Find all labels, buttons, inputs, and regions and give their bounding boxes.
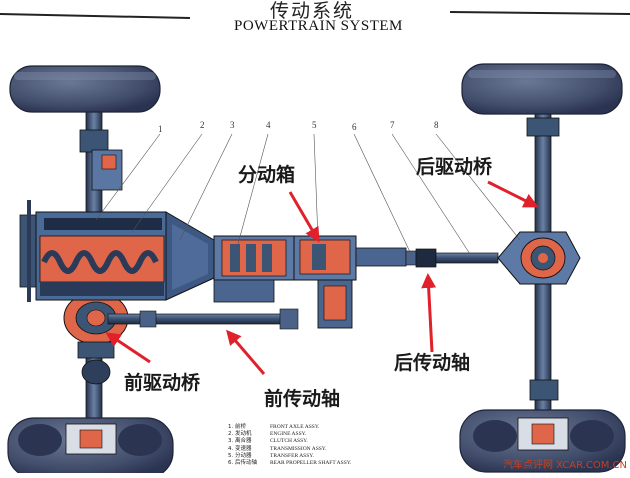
component-number: 7 xyxy=(390,120,395,130)
header-rule-left xyxy=(0,13,191,19)
component-number: 8 xyxy=(434,120,439,130)
arrow-rear-drive-axle xyxy=(487,180,539,208)
header-rule-right xyxy=(449,11,630,15)
front-tire-top xyxy=(9,65,161,113)
component-number: 3 xyxy=(230,120,235,130)
legend-row: 1. 前桥 FRONT AXLE ASSY. xyxy=(228,424,351,431)
legend-en: CLUTCH ASSY. xyxy=(270,438,308,445)
arrow-front-drive-shaft xyxy=(226,329,266,375)
watermark: 汽车点评网 XCAR.COM.CN xyxy=(502,460,627,471)
legend-row: 6. 后传动轴 REAR PROPELLER SHAFT ASSY. xyxy=(228,460,351,467)
component-number: 5 xyxy=(312,120,317,130)
parts-legend: 1. 前桥 FRONT AXLE ASSY. 2. 发动机 ENGINE ASSY.… xyxy=(228,424,351,467)
arrow-front-drive-axle xyxy=(105,332,151,364)
diagram-title-en: POWERTRAIN SYSTEM xyxy=(234,18,403,34)
arrow-transfer-case xyxy=(288,191,320,243)
component-number: 2 xyxy=(200,120,205,130)
rear-propeller-shaft xyxy=(435,252,499,264)
legend-en: REAR PROPELLER SHAFT ASSY. xyxy=(270,460,352,467)
label-front-drive-shaft: 前传动轴 xyxy=(264,388,341,410)
legend-cn: 4. 变速器 xyxy=(228,445,252,452)
component-number: 1 xyxy=(158,124,163,134)
label-front-drive-axle: 前驱动桥 xyxy=(124,372,201,394)
legend-row: 5. 分动器 TRANSFER ASSY. xyxy=(228,453,351,460)
legend-row: 2. 发动机 ENGINE ASSY. xyxy=(228,431,351,438)
diagram-title-cn: 传动系统 xyxy=(270,0,355,22)
legend-row: 3. 离合器 CLUTCH ASSY. xyxy=(228,438,351,445)
legend-cn: 6. 后传动轴 xyxy=(228,460,257,467)
legend-en: FRONT AXLE ASSY. xyxy=(270,424,320,430)
legend-en: TRANSMISSION ASSY. xyxy=(270,445,327,452)
legend-cn: 3. 离合器 xyxy=(228,438,252,445)
front-propeller-shaft xyxy=(107,313,294,325)
legend-cn: 1. 前桥 xyxy=(228,424,246,430)
label-rear-drive-axle: 后驱动桥 xyxy=(416,156,493,178)
legend-cn: 2. 发动机 xyxy=(228,431,252,438)
label-rear-drive-shaft: 后传动轴 xyxy=(394,352,471,374)
component-number: 6 xyxy=(352,122,357,132)
legend-en: TRANSFER ASSY. xyxy=(270,452,314,459)
component-number: 4 xyxy=(266,120,271,130)
legend-cn: 5. 分动器 xyxy=(228,452,252,459)
arrow-rear-drive-shaft xyxy=(421,273,437,353)
rear-tire-top xyxy=(461,63,623,115)
legend-row: 4. 变速器 TRANSMISSION ASSY. xyxy=(228,446,351,453)
legend-en: ENGINE ASSY. xyxy=(270,431,307,438)
label-transfer-case: 分动箱 xyxy=(238,164,296,186)
